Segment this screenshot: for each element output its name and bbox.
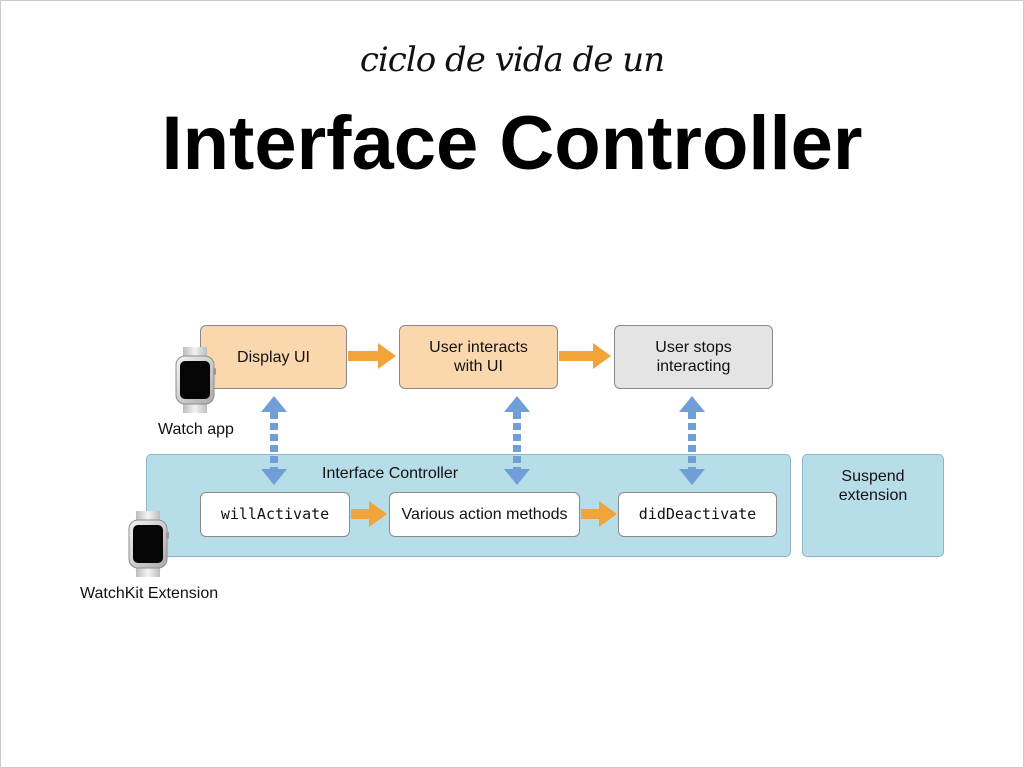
did-deactivate-box: didDeactivate — [618, 492, 777, 537]
suspend-extension-panel: Suspend extension — [802, 454, 944, 557]
will-activate-box: willActivate — [200, 492, 350, 537]
link-arrow-icon — [504, 396, 530, 485]
flow-arrow-icon — [581, 501, 617, 527]
action-methods-label: Various action methods — [401, 506, 568, 523]
action-methods-box: Various action methods — [389, 492, 580, 537]
link-arrow-icon — [261, 396, 287, 485]
user-interacts-box: User interacts with UI — [399, 325, 558, 389]
display-ui-label: Display UI — [237, 348, 310, 366]
display-ui-box: Display UI — [200, 325, 347, 389]
user-interacts-label: User interacts with UI — [429, 339, 528, 375]
user-stops-label: User stops interacting — [655, 339, 732, 375]
slide-subtitle: ciclo de vida de un — [359, 40, 665, 80]
suspend-extension-label: Suspend extension — [838, 468, 908, 504]
link-arrow-icon — [679, 396, 705, 485]
flow-arrow-icon — [559, 343, 611, 369]
slide-title: Interface Controller — [161, 101, 863, 186]
apple-watch-icon — [175, 347, 216, 413]
flow-arrow-icon — [351, 501, 387, 527]
did-deactivate-label: didDeactivate — [638, 505, 757, 523]
apple-watch-icon — [128, 511, 169, 577]
watchkit-extension-caption: WatchKit Extension — [80, 585, 219, 602]
interface-controller-label: Interface Controller — [322, 465, 459, 482]
user-stops-box: User stops interacting — [614, 325, 773, 389]
watch-app-caption: Watch app — [158, 421, 234, 438]
will-activate-label: willActivate — [220, 505, 330, 523]
flow-arrow-icon — [348, 343, 396, 369]
